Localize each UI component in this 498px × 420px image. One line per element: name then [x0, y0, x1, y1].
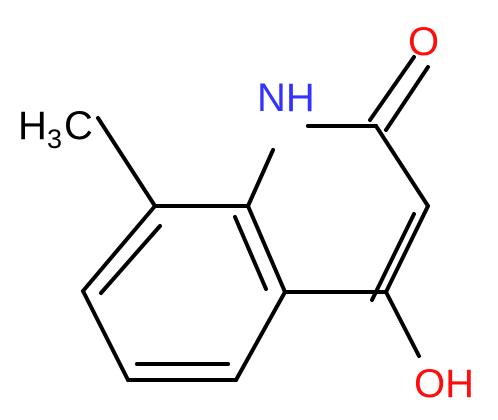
bond-c7-c6 [81, 289, 130, 382]
nh-label: NH [257, 76, 315, 120]
carbonyl-oxygen-label: O [408, 20, 439, 64]
bond-c8a-n1 [246, 148, 275, 208]
bond-c8-c7-inner [99, 224, 162, 295]
methyl-subscript-label: 3 [47, 124, 62, 154]
bond-c3-c4-inner [370, 212, 416, 302]
bond-c5-c4a [234, 290, 287, 382]
bond-c2-o-b [384, 65, 430, 132]
bond-c8-methyl [96, 116, 157, 208]
methyl-c-label: C [64, 104, 93, 148]
bond-c2-c3 [374, 124, 430, 208]
bond-c4a-c8a [246, 204, 287, 294]
bond-c3-c4 [384, 204, 430, 294]
bond-c4a-c8a-inner [233, 215, 268, 291]
atom-labels: H 3 C NH O OH [18, 20, 474, 406]
methyl-h-label: H [18, 104, 47, 148]
bonds [81, 55, 430, 382]
hydroxyl-label: OH [414, 362, 474, 406]
bond-c8-c7 [81, 204, 157, 293]
bond-c4-oh [384, 290, 421, 358]
bond-c2-o-a [368, 55, 416, 122]
